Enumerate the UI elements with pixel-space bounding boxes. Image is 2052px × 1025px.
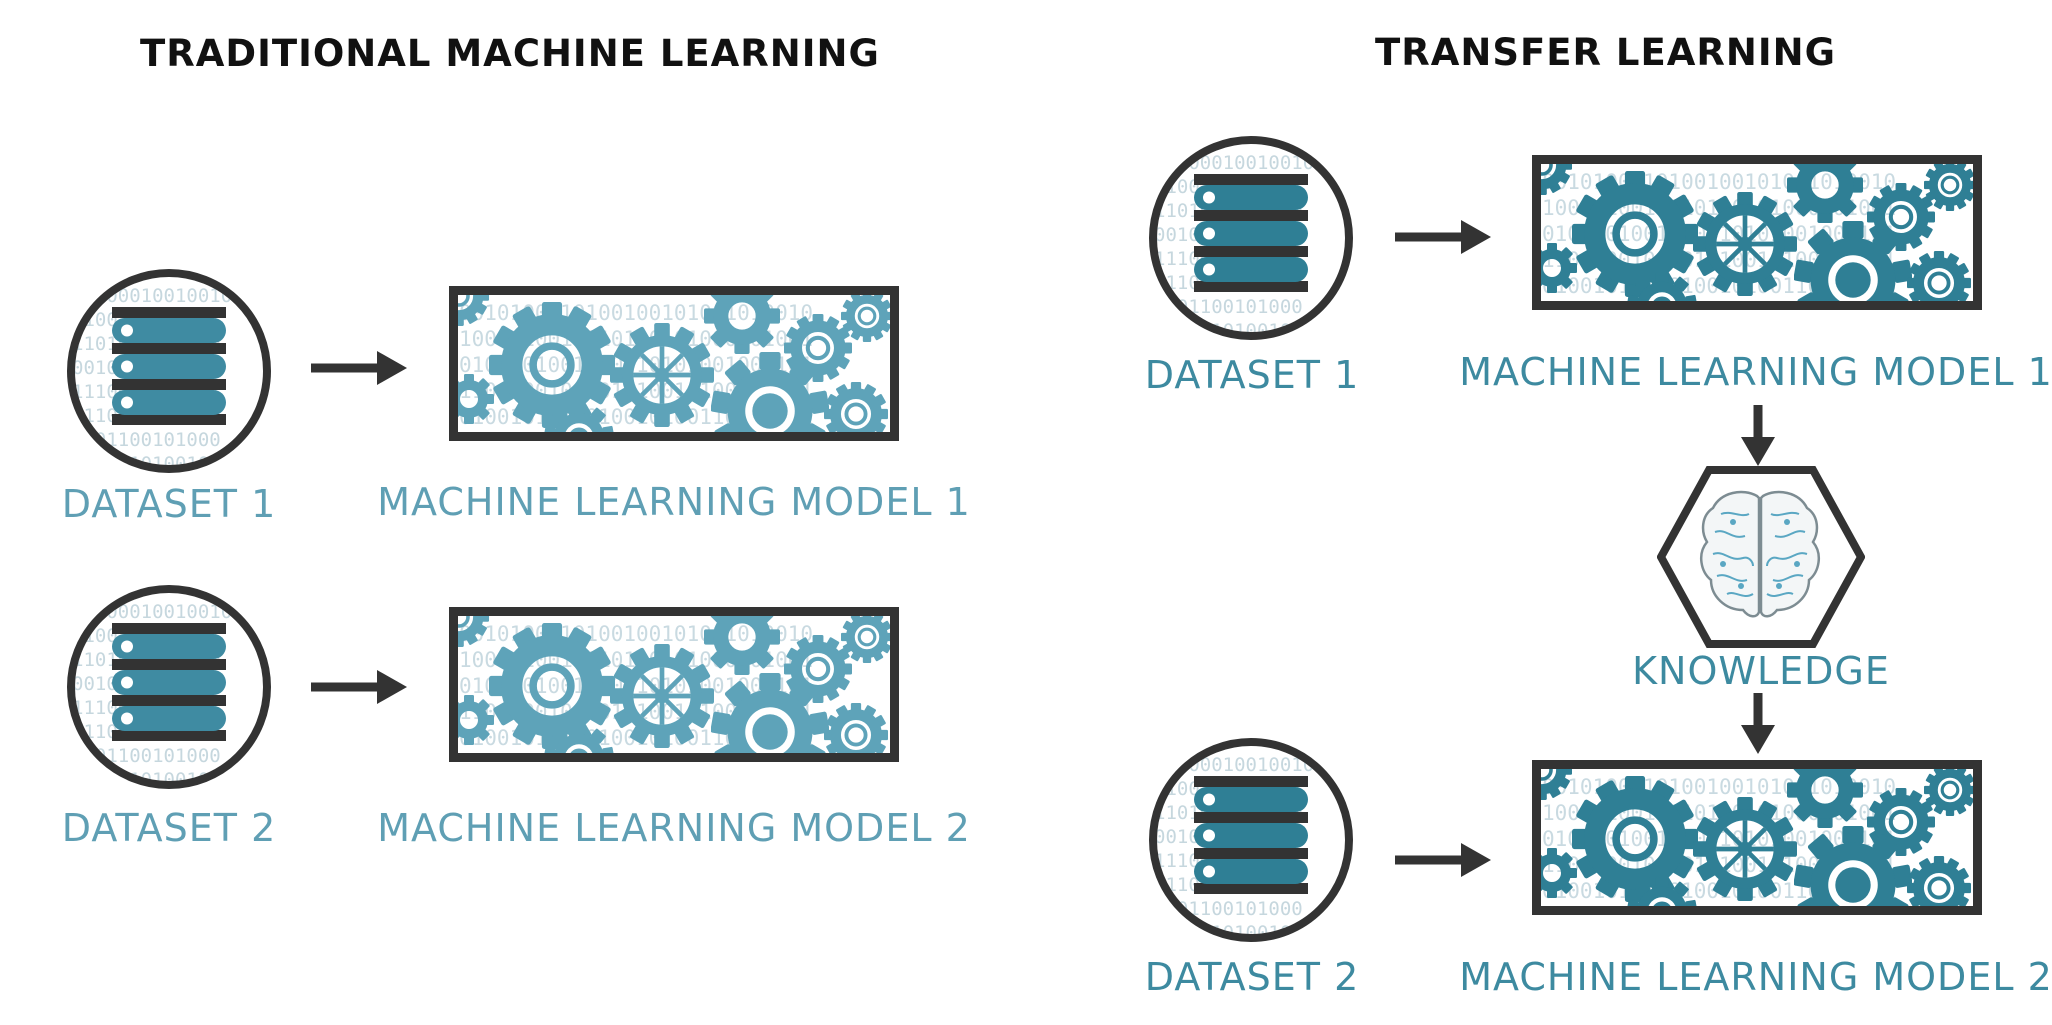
dataset-icon: 10100010010010 0100100010101 11010010010… <box>1146 133 1356 347</box>
traditional-title: TRADITIONAL MACHINE LEARNING <box>140 32 880 75</box>
arrow-icon <box>1738 405 1778 471</box>
arrow-icon <box>1395 840 1492 884</box>
svg-text:1010010100101001010010100101: 1010010100101001010010100101 <box>459 752 813 762</box>
model-label: MACHINE LEARNING MODEL 1 <box>377 480 971 524</box>
model-label: MACHINE LEARNING MODEL 1 <box>1459 350 2052 394</box>
arrow-icon <box>1738 693 1778 759</box>
dataset-label: DATASET 1 <box>1144 353 1360 397</box>
arrow-icon <box>311 348 408 392</box>
knowledge-label: KNOWLEDGE <box>1632 649 1890 693</box>
dataset-label: DATASET 2 <box>1144 955 1360 999</box>
svg-text:1010010100101001010010100101: 1010010100101001010010100101 <box>1542 300 1896 310</box>
dataset-icon: 10100010010010 0100100010101 11010010010… <box>1146 735 1356 949</box>
svg-text:1010010100101001010010100101: 1010010100101001010010100101 <box>1542 905 1896 915</box>
dataset-label: DATASET 2 <box>61 806 277 850</box>
model-gears-icon: 0010100110100100101001010010 10010100100… <box>449 607 899 766</box>
model-label: MACHINE LEARNING MODEL 2 <box>377 806 971 850</box>
model-gears-icon: 0010100110100100101001010010 10010100100… <box>449 286 899 445</box>
arrow-icon <box>1395 217 1492 261</box>
dataset-icon: 10100010010010 0100100010101 11010010010… <box>64 582 274 796</box>
model-gears-icon: 0010100110100100101001010010 10010100100… <box>1532 155 1982 314</box>
dataset-label: DATASET 1 <box>61 482 277 526</box>
dataset-icon: 10100010010010 0100100010101 11010010010… <box>64 266 274 480</box>
arrow-icon <box>311 667 408 711</box>
model-label: MACHINE LEARNING MODEL 2 <box>1459 955 2052 999</box>
svg-text:1010010100101001010010100101: 1010010100101001010010100101 <box>459 431 813 441</box>
brain-icon <box>1656 466 1866 652</box>
model-gears-icon: 0010100110100100101001010010 10010100100… <box>1532 760 1982 919</box>
transfer-title: TRANSFER LEARNING <box>1375 31 1836 74</box>
